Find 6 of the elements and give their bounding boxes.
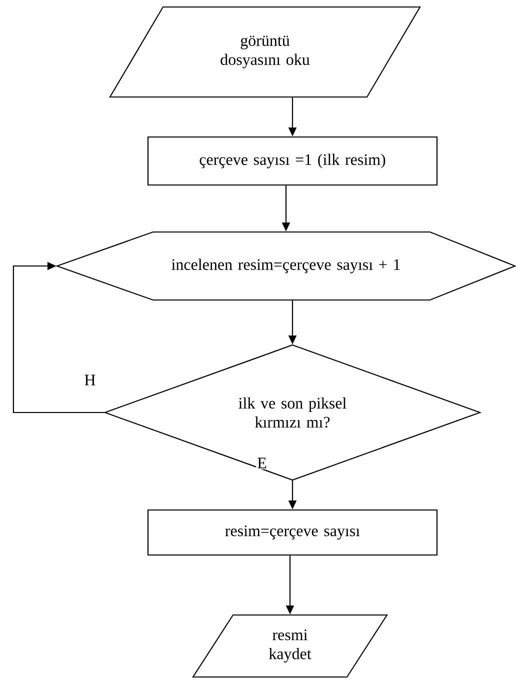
process-box: resim=çerçeve sayısı — [147, 509, 438, 556]
arrow — [12, 262, 104, 414]
process-box: çerçeve sayısı =1 (ilk resim) — [147, 136, 438, 186]
edge-label: H — [83, 374, 97, 386]
input-output-parallelogram: görüntü dosyasını oku — [109, 6, 421, 98]
edge-label: E — [256, 456, 268, 470]
